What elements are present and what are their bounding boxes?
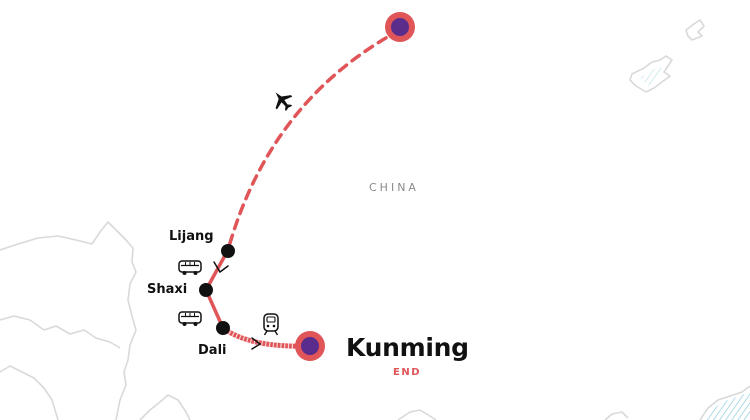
city-label-dali: Dali [198, 343, 227, 358]
direction-chevron-icon [213, 261, 229, 274]
water-area-right [705, 392, 750, 420]
city-label-shaxi: Shaxi [147, 282, 188, 297]
end-tag: END [393, 367, 422, 378]
direction-chevron-icon [251, 337, 262, 350]
airplane-icon [275, 92, 293, 111]
island-outline [685, 19, 705, 41]
end-marker [295, 331, 325, 361]
left-border-outline [0, 221, 137, 420]
stop-dot-shaxi [199, 283, 213, 297]
stop-dot-lijang [221, 244, 235, 258]
left-inner-outline [0, 315, 121, 349]
flight-route [226, 28, 402, 252]
left-lower-outline [0, 365, 59, 420]
bus-icon [178, 311, 202, 326]
bottom-border-outline-right [604, 411, 629, 420]
water-area-top [640, 66, 664, 86]
city-label-lijang: Lijang [169, 229, 214, 244]
coast-outline-right [699, 385, 750, 420]
stop-dot-dali [216, 321, 230, 335]
bottom-border-outline-left [139, 394, 191, 420]
city-label-kunming: Kunming [346, 333, 469, 362]
land-outlines [0, 19, 750, 420]
start-marker [385, 12, 415, 42]
bottom-border-outline-mid [397, 409, 437, 420]
bus-icon [178, 260, 202, 275]
water-hatching [640, 66, 750, 420]
train-icon [263, 313, 279, 336]
country-label: CHINA [369, 181, 419, 194]
